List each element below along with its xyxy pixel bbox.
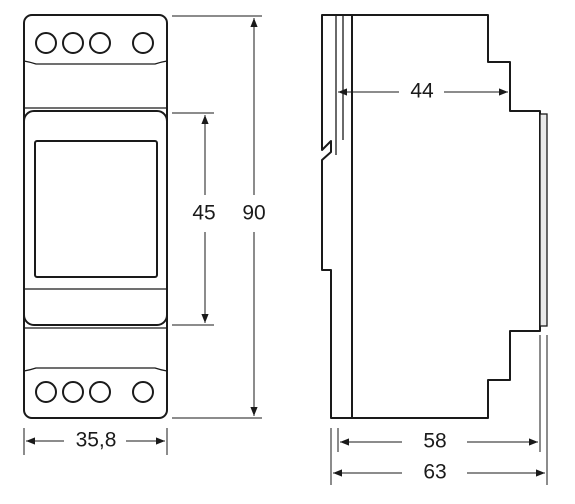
width-label: 35,8 [76,429,117,452]
side-view [321,14,548,419]
top-terminal-block [23,60,168,65]
top-terminal [35,32,57,54]
front-view [23,14,168,419]
side-body [351,14,541,419]
bottom-terminal [132,381,154,403]
window-height-label: 45 [192,202,215,225]
bottom-terminal [35,381,57,403]
total-height-label: 90 [242,202,265,225]
bottom-terminal [62,381,84,403]
front-dimensions [23,15,262,455]
front-panel [23,110,168,326]
body-depth-label: 58 [423,430,446,453]
top-terminal [62,32,84,54]
top-terminal [89,32,111,54]
front-housing [23,14,168,419]
bottom-terminal-block [23,367,168,372]
bottom-terminal [89,381,111,403]
side-dimensions [330,88,548,485]
rail-depth-label: 44 [410,80,434,103]
total-depth-label: 63 [423,461,446,484]
din-clip [321,14,352,419]
display-window [34,140,158,278]
top-terminal [132,32,154,54]
front-cover-strip [539,113,548,327]
